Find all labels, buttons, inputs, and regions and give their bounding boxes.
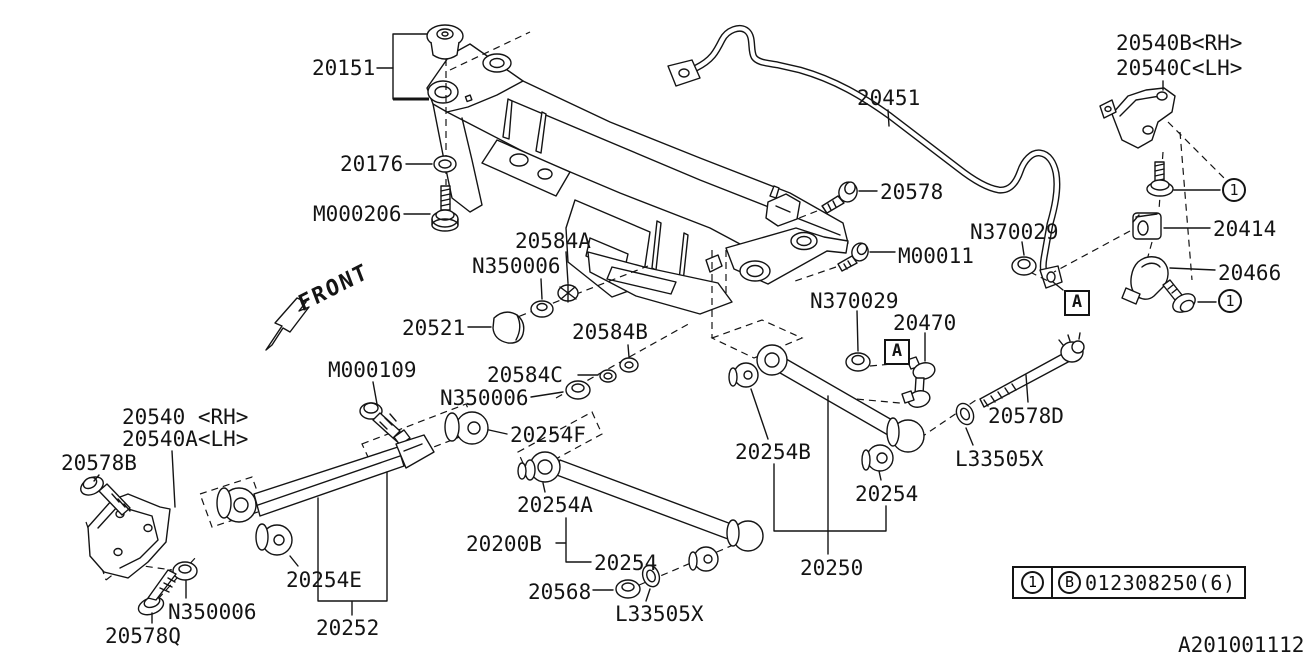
lateral-link-bracket-drawing (80, 476, 198, 616)
diagram-number: A201001112 (1178, 633, 1305, 653)
label-20414: 20414 (1213, 217, 1277, 241)
legend-ref-circle: 1 (1021, 571, 1044, 594)
label-20151: 20151 (312, 56, 376, 80)
label-20578B: 20578B (61, 451, 137, 475)
label-20568: 20568 (528, 580, 592, 604)
label-20252: 20252 (316, 616, 380, 640)
label-20451: 20451 (857, 86, 921, 110)
legend-code-cell: B 012308250(6) (1053, 568, 1244, 597)
label-20540-RH: 20540 <RH> (122, 405, 249, 429)
label-20578Q: 20578Q (105, 624, 181, 648)
legend-letter-circle: B (1058, 571, 1081, 594)
label-20584A: 20584A (515, 229, 591, 253)
label-20250: 20250 (800, 556, 864, 580)
label-20578: 20578 (880, 180, 944, 204)
front-arrow-icon (265, 297, 310, 351)
label-20254B: 20254B (735, 440, 811, 464)
label-20578D: 20578D (988, 404, 1064, 428)
label-20466: 20466 (1218, 261, 1282, 285)
label-N370029-top: N370029 (970, 220, 1059, 244)
label-N370029-mid: N370029 (810, 289, 899, 313)
label-N350006-3: N350006 (168, 600, 257, 624)
phantom-lines (85, 31, 1229, 600)
callout-circle-1b: 1 (1218, 289, 1242, 313)
label-20254A: 20254A (517, 493, 593, 517)
label-M000109: M000109 (328, 358, 417, 382)
assembly-marker-A-2: A (884, 339, 910, 365)
leader-lines (93, 33, 1221, 624)
label-20176: 20176 (340, 152, 404, 176)
stabilizer-bracket-parts-drawing (1099, 87, 1196, 313)
assembly-marker-A-1: A (1064, 290, 1090, 316)
label-20254-left: 20254 (594, 551, 658, 575)
crossmember-stopper-parts-drawing (492, 283, 639, 400)
crossmember-bolts-drawing (821, 181, 869, 272)
front-lateral-link-drawing (216, 402, 489, 556)
label-20254F: 20254F (510, 423, 586, 447)
rear-lateral-links-drawing (517, 332, 1085, 599)
stabilizer-link-drawing (845, 256, 1037, 408)
stabilizer-bar-drawing (667, 24, 1063, 289)
callout-circle-1a: 1 (1222, 178, 1246, 202)
label-20540A-LH: 20540A<LH> (122, 427, 249, 451)
legend-ref-cell: 1 (1014, 568, 1053, 597)
label-M00011: M00011 (898, 244, 974, 268)
legend-box: 1 B 012308250(6) (1012, 566, 1246, 599)
label-20584C: 20584C (487, 363, 563, 387)
label-M000206: M000206 (313, 202, 402, 226)
crossmember-mount-parts-drawing (426, 24, 464, 232)
label-20200B: 20200B (466, 532, 542, 556)
label-20254E: 20254E (286, 568, 362, 592)
label-20254-right: 20254 (855, 482, 919, 506)
label-L33505X-left: L33505X (615, 602, 704, 626)
label-N350006-1: N350006 (472, 254, 561, 278)
label-20540B-RH: 20540B<RH> (1116, 31, 1243, 55)
label-20540C-LH: 20540C<LH> (1116, 56, 1243, 80)
label-20521: 20521 (402, 316, 466, 340)
label-L33505X-right: L33505X (955, 447, 1044, 471)
label-20470: 20470 (893, 311, 957, 335)
label-N350006-2: N350006 (440, 386, 529, 410)
legend-part-code: 012308250(6) (1085, 570, 1236, 595)
label-20584B: 20584B (572, 320, 648, 344)
